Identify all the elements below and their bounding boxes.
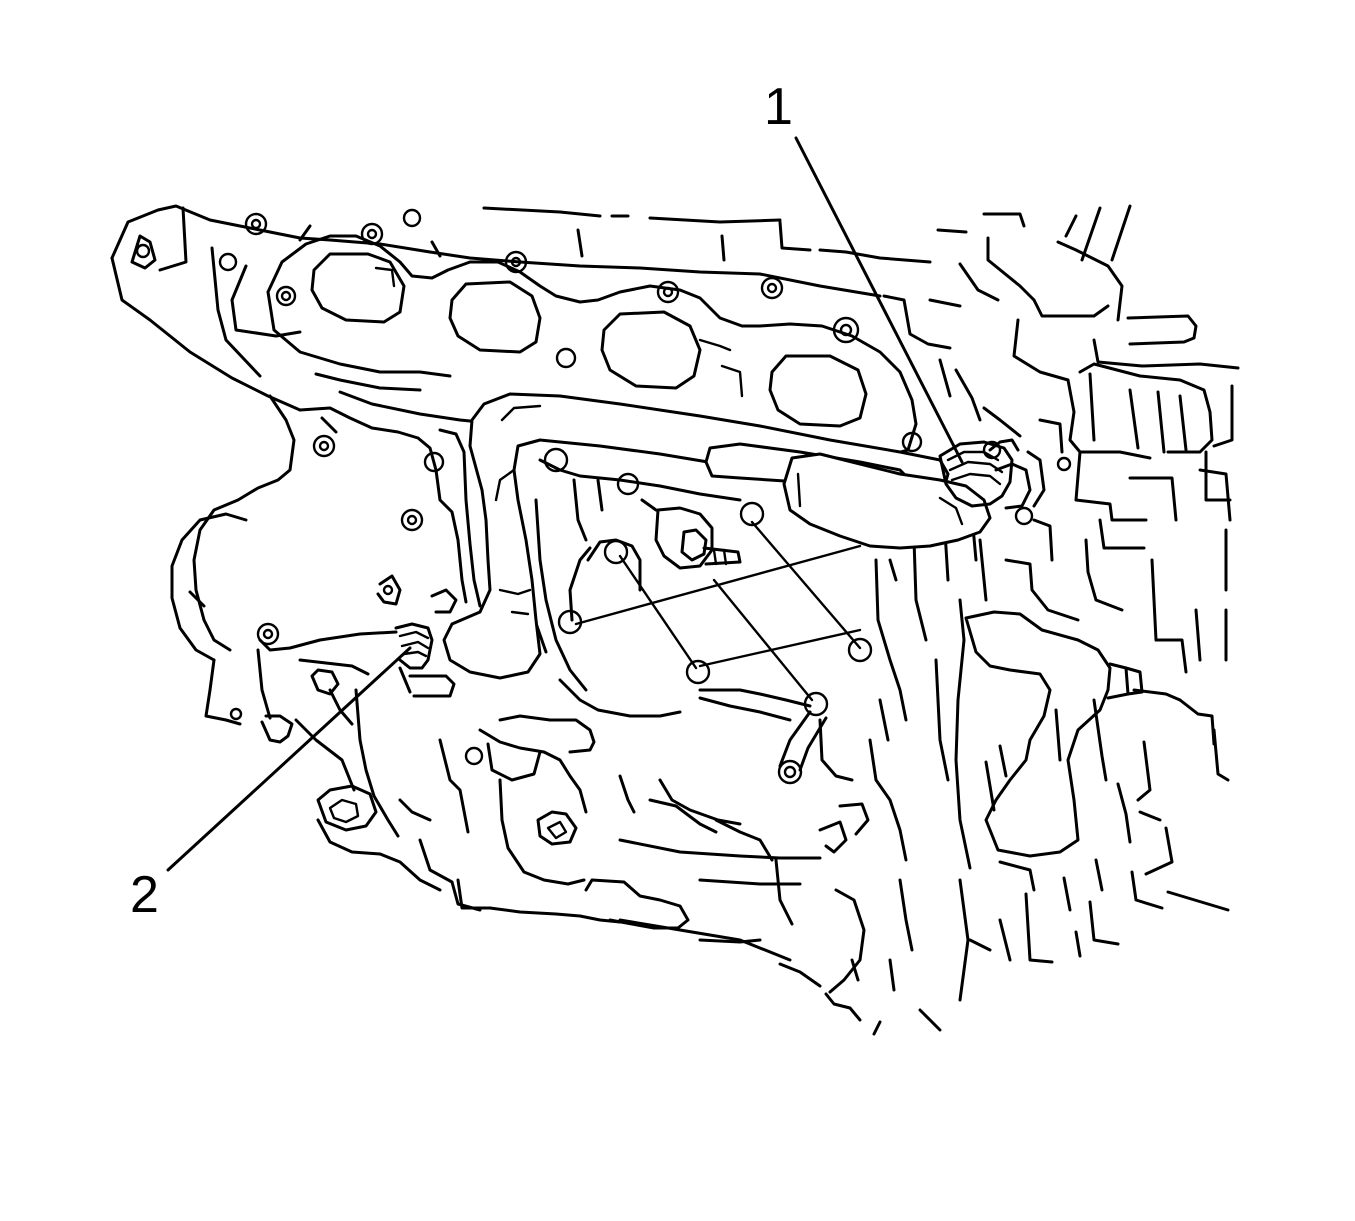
coolant-hose [442, 392, 992, 680]
cylinder-head [110, 204, 1132, 460]
callout-2-leader [166, 646, 412, 872]
right-side-components [964, 240, 1240, 964]
callout-1-label: 1 [764, 78, 793, 136]
upper-hose-clamp [938, 438, 1032, 510]
callout-1-leader [794, 136, 964, 464]
engine-block [170, 372, 1072, 1036]
callout-2-label: 2 [130, 866, 159, 924]
lower-hose-clamp [376, 574, 458, 670]
